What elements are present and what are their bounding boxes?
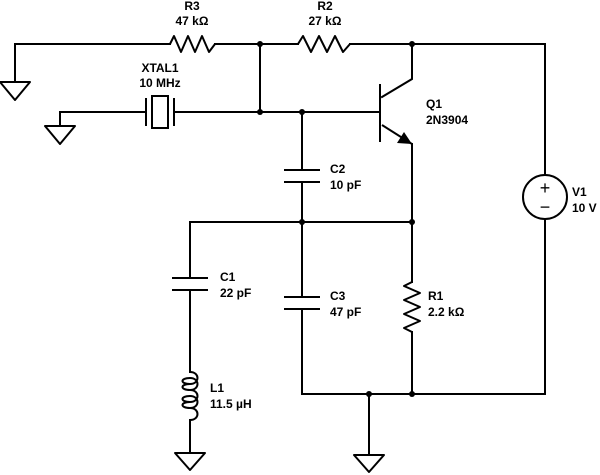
wire-top-left xyxy=(14,43,171,83)
junction-dot xyxy=(366,391,372,397)
junction-dot xyxy=(257,109,263,115)
resistor-r1: R1 2.2 kΩ xyxy=(403,281,465,333)
c3-value-label: 47 pF xyxy=(330,305,361,319)
q1-value-label: 2N3904 xyxy=(426,113,468,127)
ground-icon xyxy=(0,81,31,101)
ground-symbols xyxy=(0,81,385,473)
r3-ref-label: R3 xyxy=(184,0,200,13)
l1-value-label: 11.5 µH xyxy=(210,397,252,411)
c2-ref-label: C2 xyxy=(330,162,346,176)
v1-circle xyxy=(522,174,568,220)
v1-ref-label: V1 xyxy=(572,185,587,199)
resistor-r2: R2 27 kΩ xyxy=(297,0,351,53)
resistor-r2-zigzag xyxy=(297,35,351,53)
xtal1-ref-label: XTAL1 xyxy=(141,61,178,75)
v1-minus-sign: − xyxy=(540,197,551,217)
q1-ref-label: Q1 xyxy=(426,97,442,111)
ground-icon xyxy=(174,452,206,471)
voltage-source-v1: + − V1 10 V xyxy=(522,174,597,220)
q1-emitter-arrow-icon xyxy=(397,132,412,144)
capacitor-c3: C3 47 pF xyxy=(284,289,361,319)
wire-collector xyxy=(380,43,413,99)
junction-dot xyxy=(409,219,415,225)
l1-ref-label: L1 xyxy=(210,381,224,395)
c3-ref-label: C3 xyxy=(330,289,346,303)
capacitor-c1: C1 22 pF xyxy=(172,270,251,300)
v1-value-label: 10 V xyxy=(572,201,597,215)
crystal-xtal1: XTAL1 10 MHz xyxy=(139,61,181,129)
xtal1-body xyxy=(151,95,169,129)
junction-dot xyxy=(299,219,305,225)
junction-dot xyxy=(409,41,415,47)
c2-value-label: 10 pF xyxy=(330,178,361,192)
junction-dot xyxy=(409,391,415,397)
r2-value-label: 27 kΩ xyxy=(309,14,342,28)
xtal1-value-label: 10 MHz xyxy=(139,76,180,90)
c1-ref-label: C1 xyxy=(220,270,236,284)
v1-plus-sign: + xyxy=(540,178,551,198)
ground-icon xyxy=(44,125,76,145)
inductor-l1: L1 11.5 µH xyxy=(181,371,252,421)
r2-ref-label: R2 xyxy=(317,0,333,13)
junction-dot xyxy=(299,109,305,115)
wire-c3-bottom xyxy=(301,218,546,395)
resistor-r1-zigzag xyxy=(403,281,421,333)
resistor-r3-zigzag xyxy=(169,35,216,53)
wires xyxy=(14,43,546,456)
ground-icon xyxy=(353,454,385,473)
transistor-q1: Q1 2N3904 xyxy=(379,84,468,145)
junctions xyxy=(257,41,415,397)
r3-value-label: 47 kΩ xyxy=(176,14,209,28)
inductor-l1-coil xyxy=(181,371,199,421)
wire-xtal-left xyxy=(59,111,147,127)
resistor-r3: R3 47 kΩ xyxy=(169,0,216,53)
junction-dot xyxy=(257,41,263,47)
r1-value-label: 2.2 kΩ xyxy=(428,305,465,319)
r1-ref-label: R1 xyxy=(428,289,444,303)
capacitor-c2: C2 10 pF xyxy=(284,162,361,192)
c1-value-label: 22 pF xyxy=(220,286,251,300)
